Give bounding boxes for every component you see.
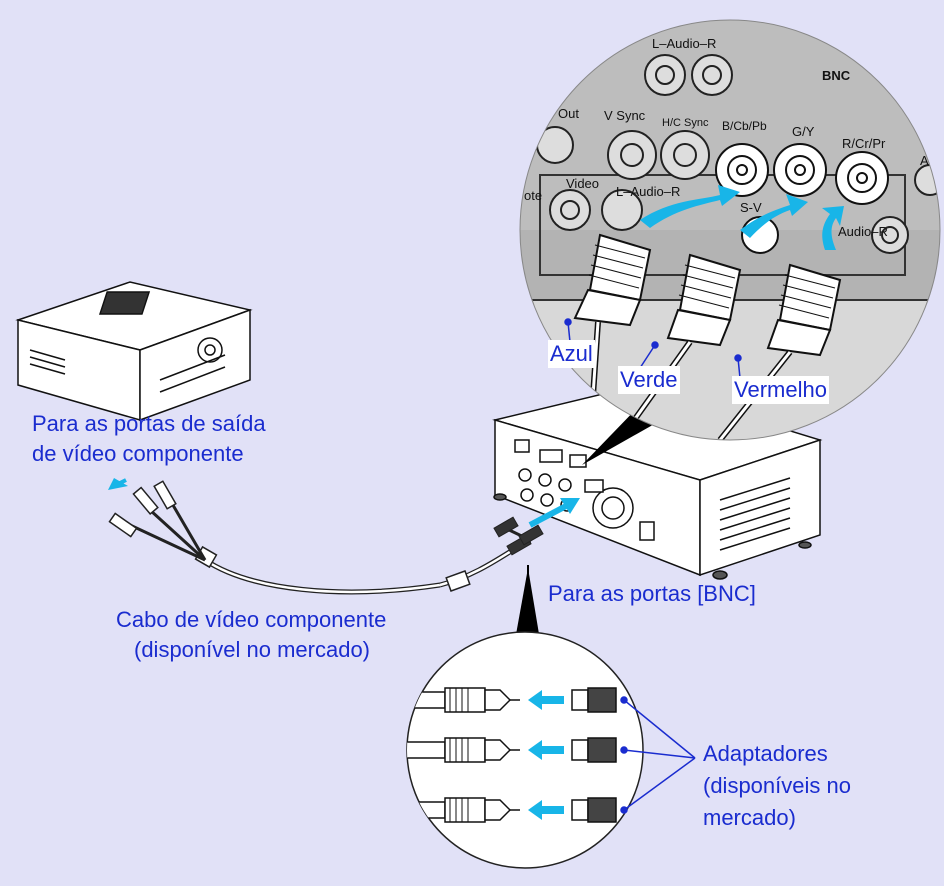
adapter-zoom [406,631,644,869]
rca-plug-row-3 [407,797,617,823]
port-label-bnc: BNC [822,68,851,83]
color-leader-lines [564,318,742,379]
rca-plug-row-1 [407,687,617,713]
adapter-arrows [528,690,564,820]
port-label-b-cb-pb: B/Cb/Pb [722,119,767,133]
rca-plug-row-2 [407,737,617,763]
projector [492,384,823,580]
cable-label-line2: (disponível no mercado) [134,637,371,662]
adapters-label-line2: (disponíveis no [703,773,851,798]
port-label-g-y: G/Y [792,124,815,139]
port-label-v-sync: V Sync [604,108,646,123]
blue-cable-label: Azul [548,340,595,368]
port-label-video: Video [566,176,599,191]
port-label-remote: ote [524,188,542,203]
port-label-hc-sync: H/C Sync [662,117,709,129]
adapter-leader-lines [620,696,696,814]
green-cable-label: Verde [618,366,680,394]
port-label-s-video: S-V [740,200,762,215]
port-label-l-audio-r-mid: L–Audio–R [616,184,680,199]
source-ports-label-line2: de vídeo componente [32,441,244,466]
source-ports-label: Para as portas de saída [32,411,266,436]
arrow-to-bnc-icon [528,498,580,528]
cable-label: Cabo de vídeo componente [116,607,387,632]
port-label-l-audio-r-top: L–Audio–R [652,36,716,51]
red-cable-label: Vermelho [732,376,829,404]
adapter-callout-wedge [515,568,540,640]
component-cable [108,480,544,595]
video-source-device [15,281,253,422]
bnc-ports-label: Para as portas [BNC] [548,581,756,606]
port-label-audio-r: Audio–R [838,224,888,239]
adapters-label: Adaptadores [703,741,828,766]
adapters-label-line3: mercado) [703,805,796,830]
port-label-r-cr-pr: R/Cr/Pr [842,136,886,151]
zoom-panel: L–Audio–R BNC Out V Sync H/C Sync B/Cb/P… [520,20,940,440]
port-label-out: Out [558,106,579,121]
